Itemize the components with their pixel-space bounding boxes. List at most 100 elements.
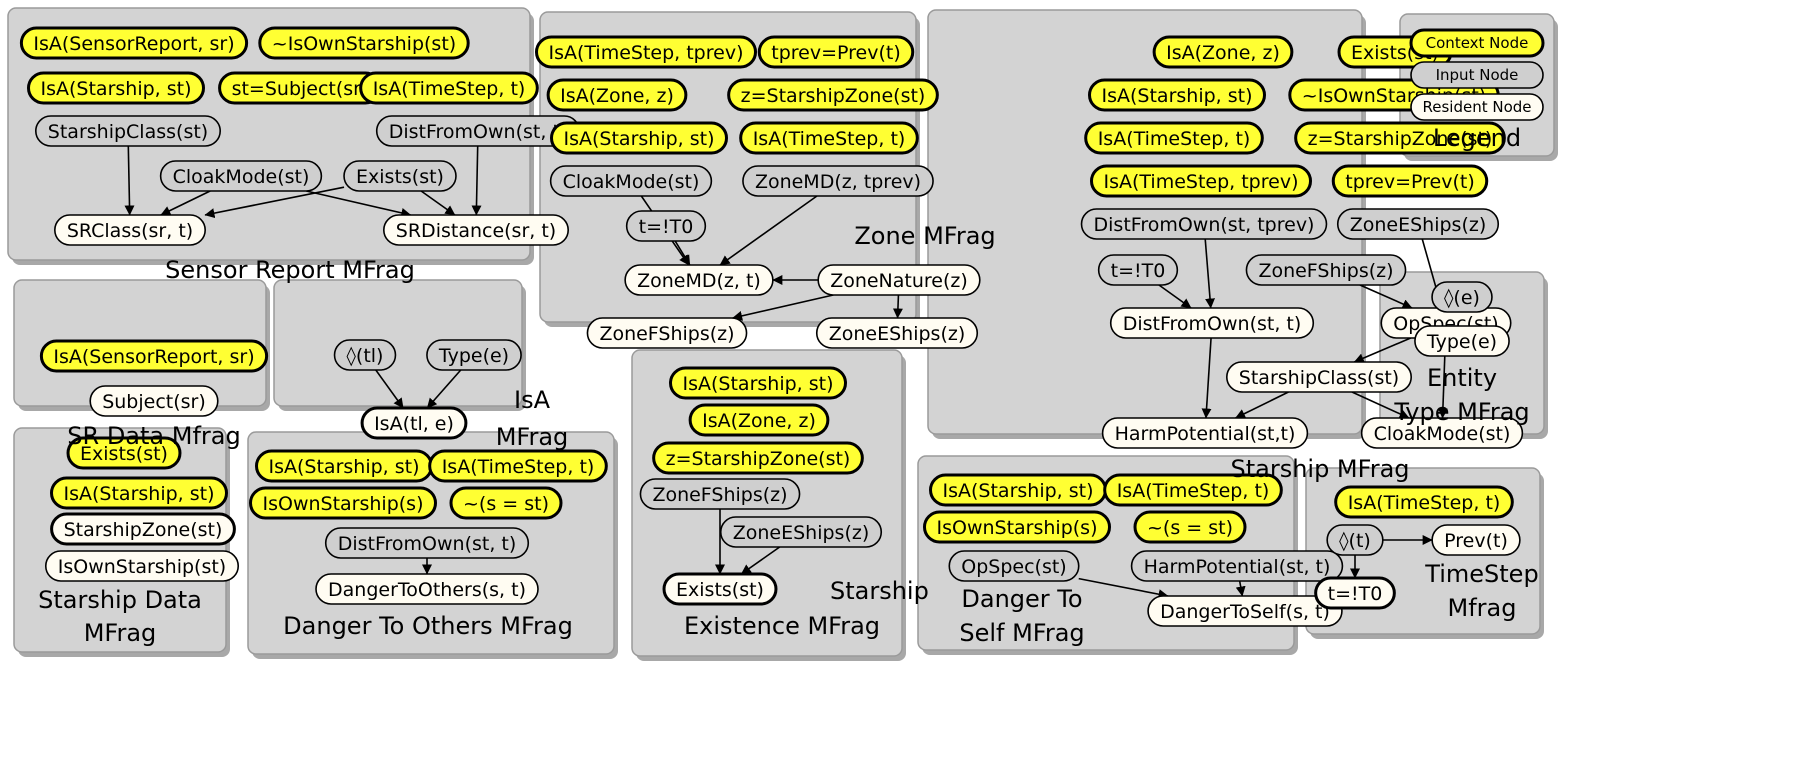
node-label: tprev=Prev(t) bbox=[1345, 171, 1474, 193]
node-shape bbox=[1294, 121, 1506, 155]
zn-r2-node: ZoneNature(z) bbox=[817, 264, 981, 296]
ss-r3-to-ss-r4-edge bbox=[1235, 391, 1289, 419]
node-label: Prev(t) bbox=[1444, 530, 1508, 552]
sr-r1-node: SRClass(sr, t) bbox=[54, 214, 206, 246]
sdd-c2-node: IsA(Starship, st) bbox=[50, 476, 228, 510]
ia-i1-node: ◊(tl) bbox=[333, 339, 397, 371]
node-shape bbox=[248, 486, 438, 520]
entity-type-mfrag-title-line1: Entity bbox=[1427, 364, 1497, 392]
node-shape bbox=[1334, 485, 1514, 519]
legend-title: Legend bbox=[1433, 124, 1521, 152]
node-shape bbox=[44, 550, 240, 582]
node-label: z=StarshipZone(st) bbox=[741, 85, 926, 107]
timestep-mfrag-title-line2: Mfrag bbox=[1448, 594, 1517, 622]
node-label: ◊(e) bbox=[1444, 287, 1480, 309]
node-label: StarshipClass(st) bbox=[1239, 367, 1399, 389]
node-shape bbox=[549, 165, 713, 197]
sx-c1-node: IsA(Starship, st) bbox=[669, 366, 847, 400]
zn-i3-node: t=!T0 bbox=[625, 210, 707, 242]
node-label: IsA(Starship, st) bbox=[943, 480, 1094, 502]
zone-mfrag-title: Zone MFrag bbox=[854, 222, 995, 250]
node-shape bbox=[727, 78, 939, 112]
node-shape bbox=[652, 441, 864, 475]
zn-c6-node: IsA(TimeStep, t) bbox=[739, 121, 919, 155]
sr-c3-node: IsA(Starship, st) bbox=[27, 71, 205, 105]
node-label: DangerToSelf(s, t) bbox=[1160, 601, 1330, 623]
ss-i1-to-ss-r1-edge bbox=[1204, 238, 1216, 309]
dts-r1-node: DangerToSelf(s, t) bbox=[1147, 595, 1343, 627]
node-shape bbox=[1152, 35, 1294, 69]
node-shape bbox=[1084, 121, 1264, 155]
node-shape bbox=[1314, 576, 1396, 610]
ts-i1-node: ◊(t) bbox=[1326, 524, 1384, 556]
node-label: IsA(TimeStep, t) bbox=[1098, 128, 1251, 150]
node-shape bbox=[742, 165, 934, 197]
node-label: t=!T0 bbox=[1111, 260, 1166, 282]
node-label: IsA(tl, e) bbox=[374, 413, 454, 435]
zn-i2-node: ZoneMD(z, tprev) bbox=[742, 165, 934, 197]
node-label: IsA(SensorReport, sr) bbox=[53, 346, 254, 368]
ss-c8-node: tprev=Prev(t) bbox=[1331, 164, 1489, 198]
node-shape bbox=[1101, 417, 1309, 449]
sdd-r1-node: StarshipZone(st) bbox=[50, 512, 236, 546]
sr-i1-node: StarshipClass(st) bbox=[34, 115, 222, 147]
node-shape bbox=[359, 71, 539, 105]
node-shape bbox=[360, 406, 468, 440]
ss-r5-node: CloakMode(st) bbox=[1360, 417, 1524, 449]
node-shape bbox=[817, 264, 981, 296]
ss-r1-to-ss-r4-edge bbox=[1201, 337, 1212, 419]
node-shape bbox=[586, 317, 748, 349]
node-label: tprev=Prev(t) bbox=[771, 42, 900, 64]
sr-i4-to-sr-r1-edge bbox=[204, 186, 345, 219]
node-shape bbox=[1326, 524, 1384, 556]
ss-r1-node: DistFromOwn(st, t) bbox=[1109, 307, 1315, 339]
ss-i4-node: ZoneFShips(z) bbox=[1245, 254, 1407, 286]
dts-c1-node: IsA(Starship, st) bbox=[929, 473, 1107, 507]
node-label: Subject(sr) bbox=[102, 391, 206, 413]
node-label: DistFromOwn(st, t) bbox=[338, 533, 517, 555]
sr-i3-node: CloakMode(st) bbox=[159, 160, 323, 192]
node-shape bbox=[1245, 254, 1407, 286]
node-label: CloakMode(st) bbox=[1374, 423, 1511, 445]
zn-r2-to-zn-r3-edge bbox=[732, 294, 834, 321]
node-label: IsA(Starship, st) bbox=[41, 78, 192, 100]
node-shape bbox=[50, 476, 228, 510]
node-shape bbox=[757, 35, 915, 69]
starship-existence-mfrag-title-line1: Starship bbox=[830, 577, 929, 605]
starship-data-mfrag-title-line1: Starship Data bbox=[38, 586, 202, 614]
ss-c1-node: IsA(Zone, z) bbox=[1152, 35, 1294, 69]
node-label: CloakMode(st) bbox=[563, 171, 700, 193]
node-shape bbox=[546, 78, 688, 112]
ts-c1-node: IsA(TimeStep, t) bbox=[1334, 485, 1514, 519]
node-shape bbox=[1410, 61, 1544, 89]
node-label: IsA(TimeStep, tprev) bbox=[1103, 171, 1298, 193]
node-shape bbox=[449, 486, 563, 520]
node-shape bbox=[1414, 325, 1510, 357]
node-label: Type(e) bbox=[1426, 331, 1497, 353]
node-label: ZoneMD(z, tprev) bbox=[755, 171, 921, 193]
starship-existence-mfrag-title-line2: Existence MFrag bbox=[684, 612, 880, 640]
node-shape bbox=[1103, 473, 1283, 507]
sr-i1-to-sr-r1-edge bbox=[124, 145, 135, 216]
node-label: ZoneNature(z) bbox=[830, 270, 968, 292]
node-label: IsA(Starship, st) bbox=[269, 456, 420, 478]
node-label: IsOwnStarship(s) bbox=[262, 493, 423, 515]
ss-r3-to-ss-r5-edge bbox=[1351, 391, 1410, 419]
node-label: IsA(Starship, st) bbox=[1102, 85, 1253, 107]
starship-data-mfrag-title-line2: MFrag bbox=[84, 619, 157, 647]
node-label: HarmPotential(st,t) bbox=[1115, 423, 1296, 445]
dto-i1-node: DistFromOwn(st, t) bbox=[324, 527, 530, 559]
node-label: IsA(TimeStep, t) bbox=[442, 456, 595, 478]
node-label: Context Node bbox=[1426, 34, 1529, 52]
node-label: Type(e) bbox=[438, 345, 509, 367]
node-shape bbox=[669, 366, 847, 400]
node-label: IsA(Starship, st) bbox=[564, 128, 715, 150]
node-shape bbox=[315, 573, 539, 605]
node-label: t=!T0 bbox=[639, 216, 694, 238]
node-shape bbox=[1080, 208, 1328, 240]
node-shape bbox=[1410, 93, 1544, 121]
node-label: IsA(TimeStep, t) bbox=[1117, 480, 1270, 502]
timestep-mfrag-title-line1: TimeStep bbox=[1424, 560, 1538, 588]
dts-c4-node: ~(s = st) bbox=[1133, 510, 1247, 544]
